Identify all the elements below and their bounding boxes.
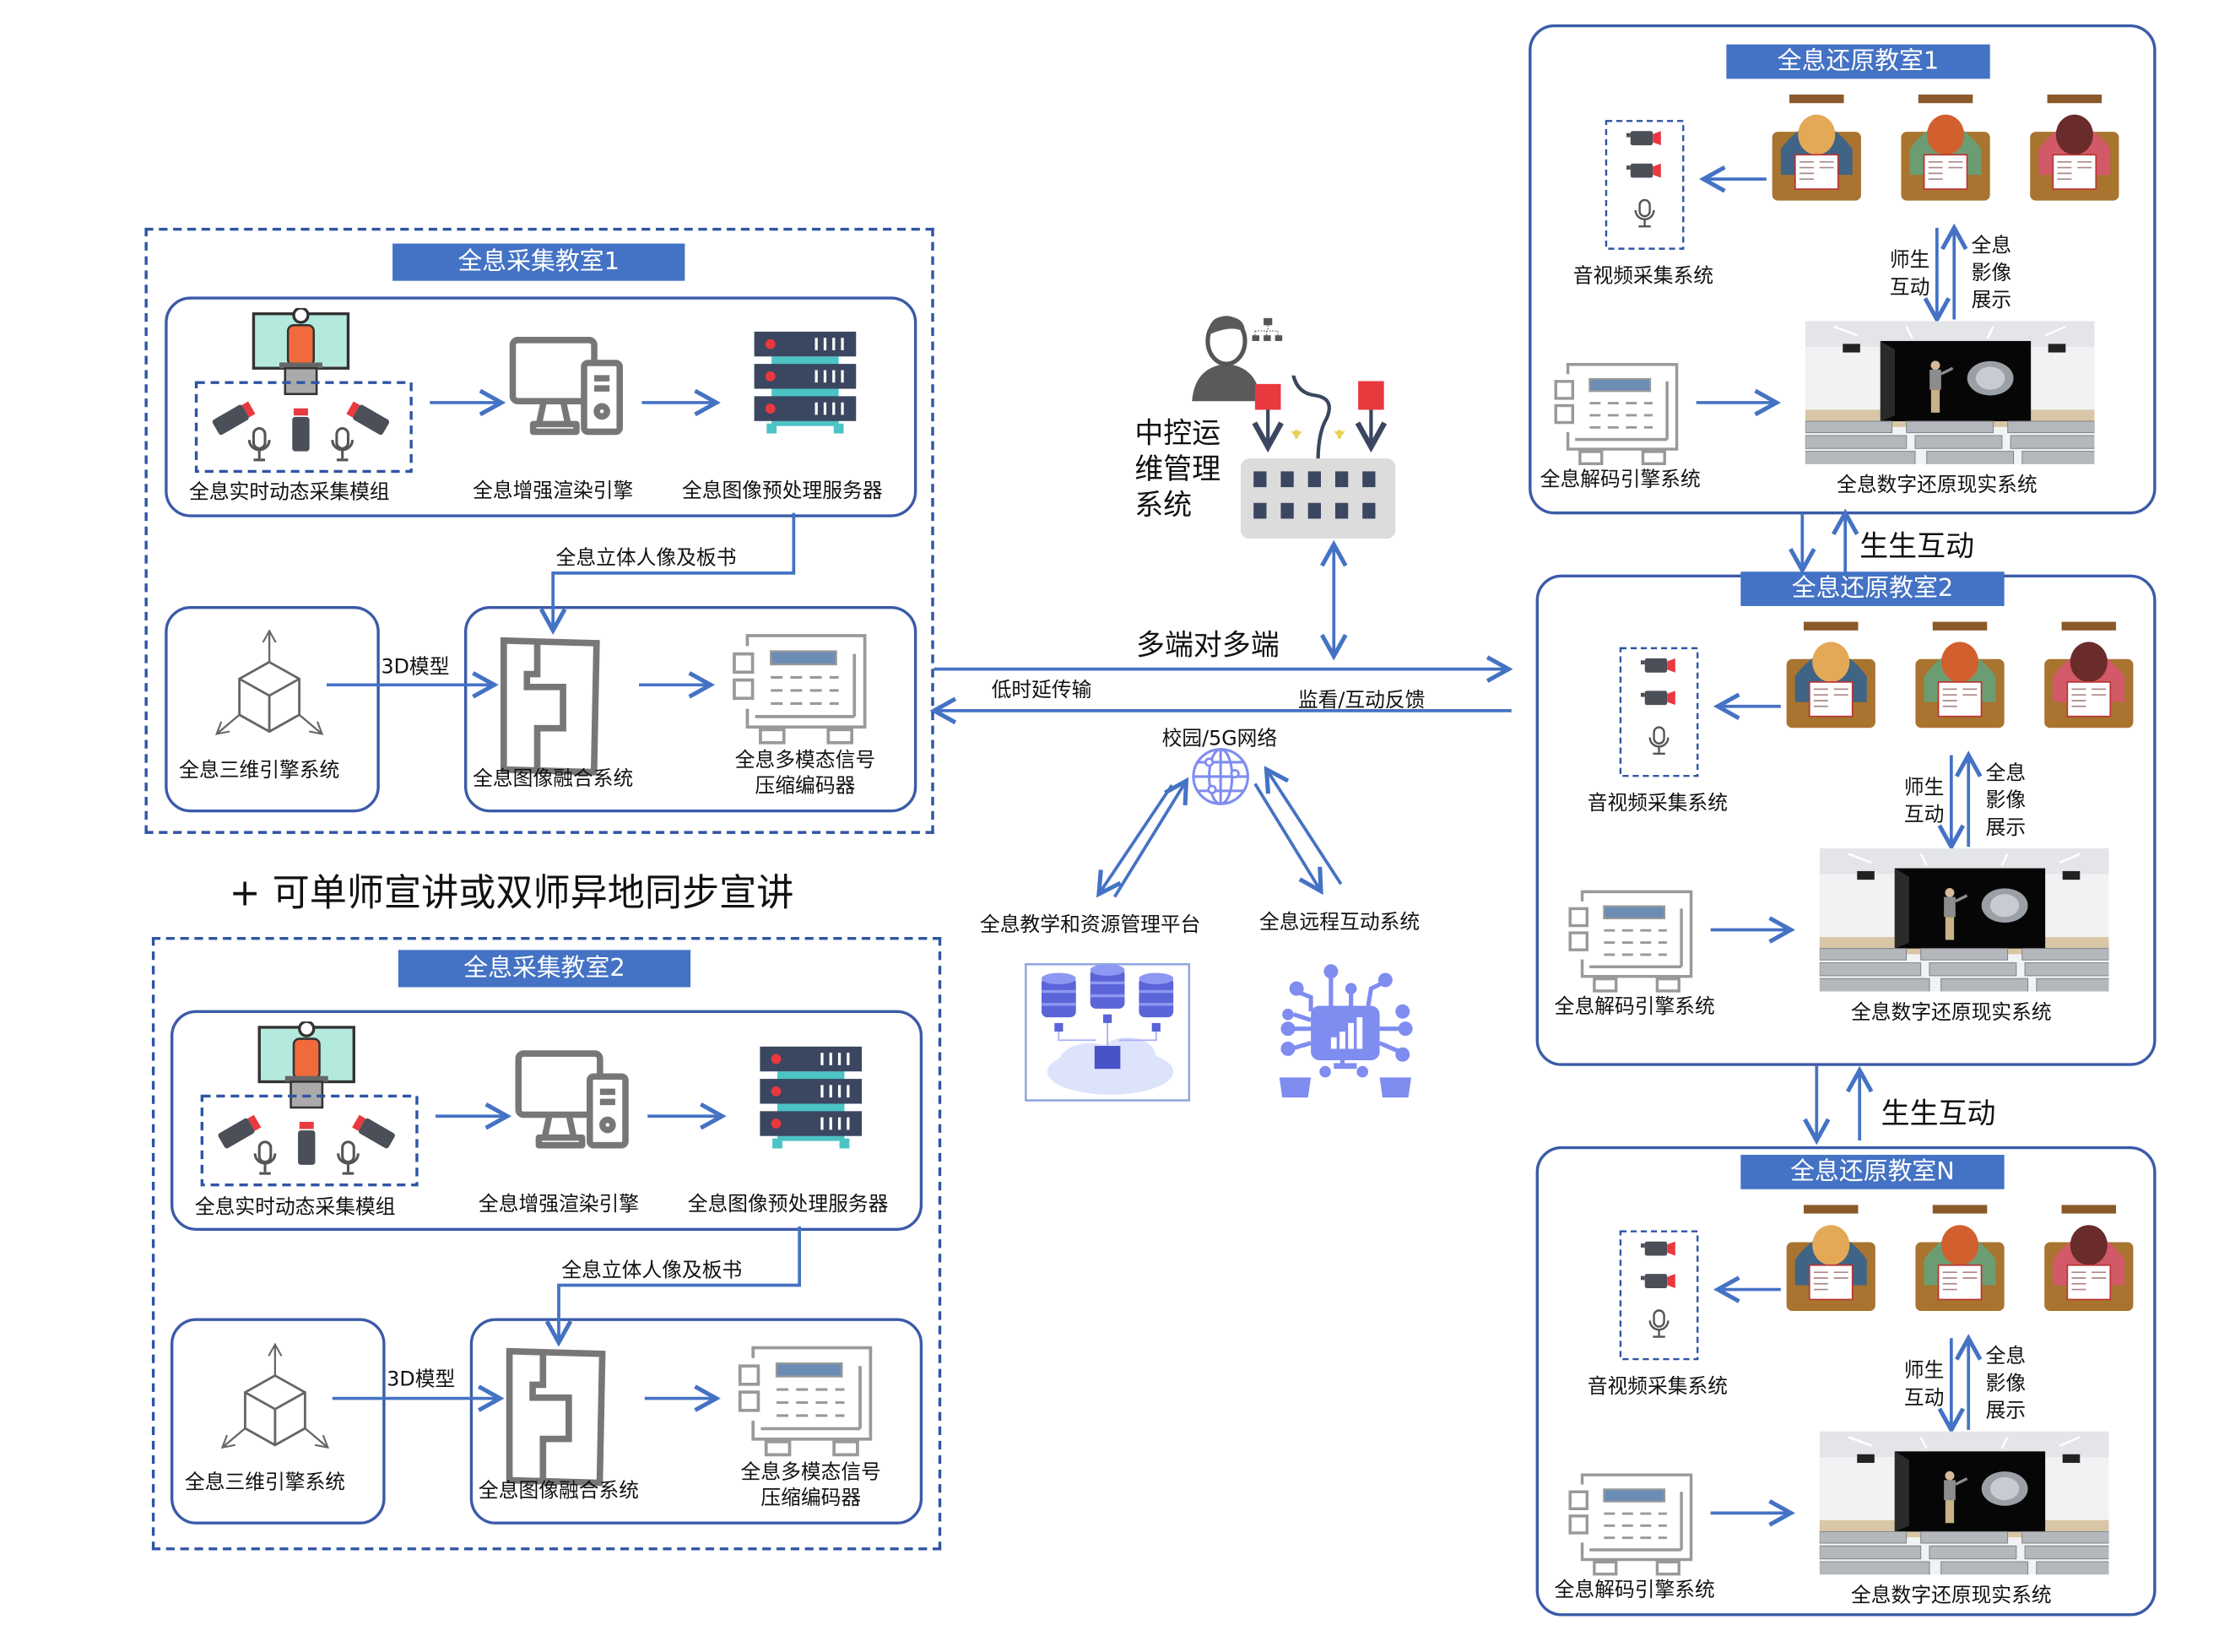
control-switch-icon bbox=[1240, 375, 1396, 539]
teaching-mode-note: + 可单师宣讲或双师异地同步宣讲 bbox=[229, 872, 794, 916]
arrow-interaction-pair bbox=[1937, 1334, 1983, 1435]
encoder-label-line2: 压缩编码器 bbox=[760, 1487, 862, 1510]
encoder-label-line2: 压缩编码器 bbox=[755, 775, 856, 799]
arrow-students-to-capture bbox=[1699, 165, 1767, 193]
reality-system-label: 全息数字还原现实系统 bbox=[1837, 474, 2037, 497]
low-latency-label: 低时延传输 bbox=[991, 679, 1092, 702]
arrow-decoder-to-reality bbox=[1710, 916, 1795, 944]
database-cloud-icon bbox=[1025, 963, 1191, 1102]
capture-module-label: 全息实时动态采集模组 bbox=[194, 1196, 396, 1220]
feedback-label: 监看/互动反馈 bbox=[1297, 689, 1426, 712]
platform-label: 全息教学和资源管理平台 bbox=[980, 913, 1201, 938]
engine-3d-box bbox=[165, 605, 380, 813]
render-engine-label: 全息增强渲染引擎 bbox=[478, 1193, 640, 1217]
restore-room-title: 全息还原教室2 bbox=[1740, 571, 2005, 606]
network-label: 校园/5G网络 bbox=[1161, 728, 1278, 751]
engine-3d-box-2 bbox=[170, 1318, 386, 1525]
control-line-1: 中控运 bbox=[1134, 415, 1221, 450]
decoder-label: 全息解码引擎系统 bbox=[1540, 469, 1701, 492]
reality-system-label: 全息数字还原现实系统 bbox=[1851, 1001, 2052, 1025]
reality-system-label: 全息数字还原现实系统 bbox=[1851, 1584, 2052, 1608]
arrow-interaction-pair bbox=[1923, 223, 1968, 324]
control-line-2: 维管理 bbox=[1134, 451, 1221, 486]
teacher-student-label: 师生互动 bbox=[1889, 249, 1930, 300]
preprocess-server-label: 全息图像预处理服务器 bbox=[681, 479, 883, 503]
capture-room-2 bbox=[151, 937, 942, 1551]
teacher-student-label: 师生互动 bbox=[1903, 1359, 1945, 1411]
operator-icon bbox=[1192, 316, 1283, 402]
arrow-decoder-to-reality bbox=[1696, 388, 1781, 417]
portrait-flow-label: 全息立体人像及板书 bbox=[561, 1259, 743, 1283]
restore-room-title: 全息还原教室N bbox=[1740, 1155, 2005, 1189]
restore-room-title: 全息还原教室1 bbox=[1726, 44, 1990, 79]
arrow-server-to-fusion bbox=[538, 512, 796, 636]
holo-display-label: 全息影像展示 bbox=[1971, 235, 2012, 313]
holo-display-label: 全息影像展示 bbox=[1985, 1345, 2027, 1423]
fusion-label: 全息图像融合系统 bbox=[473, 767, 634, 791]
arrow-students-to-capture bbox=[1713, 1276, 1781, 1303]
capture-room-1 bbox=[144, 227, 934, 834]
globe-network-icon bbox=[1192, 748, 1249, 805]
engine-3d-label: 全息三维引擎系统 bbox=[184, 1471, 346, 1495]
control-system-label: 中控运 维管理 系统 bbox=[1134, 415, 1220, 523]
many-to-many-label: 多端对多端 bbox=[1136, 627, 1280, 663]
remote-interaction-icon bbox=[1279, 964, 1413, 1098]
decoder-label: 全息解码引擎系统 bbox=[1554, 1579, 1715, 1602]
arrow-decoder-to-reality bbox=[1710, 1499, 1795, 1527]
arrow-network-to-remote bbox=[1253, 783, 1323, 896]
control-line-3: 系统 bbox=[1134, 487, 1193, 522]
arrow-interaction-pair bbox=[1937, 750, 1983, 852]
remote-interaction-label: 全息远程互动系统 bbox=[1259, 911, 1421, 934]
capture-room-2-title: 全息采集教室2 bbox=[398, 950, 691, 988]
model-3d-label: 3D模型 bbox=[381, 656, 450, 680]
engine-3d-label: 全息三维引擎系统 bbox=[179, 759, 340, 783]
model-3d-label: 3D模型 bbox=[387, 1368, 456, 1392]
arrow-network-to-platform bbox=[1096, 784, 1174, 898]
holo-display-label: 全息影像展示 bbox=[1985, 761, 2027, 840]
av-capture-label: 音视频采集系统 bbox=[1587, 1375, 1729, 1399]
student-interaction-label-1: 生生互动 bbox=[1859, 528, 1975, 564]
av-capture-label: 音视频采集系统 bbox=[1572, 265, 1714, 289]
capture-module-label: 全息实时动态采集模组 bbox=[189, 481, 390, 505]
av-capture-label: 音视频采集系统 bbox=[1587, 792, 1729, 815]
encoder-label: 全息多模态信号 压缩编码器 bbox=[717, 1460, 906, 1512]
arrow-students-to-capture bbox=[1713, 692, 1781, 720]
encoder-label: 全息多模态信号 压缩编码器 bbox=[711, 748, 900, 799]
arrow-server-to-fusion bbox=[544, 1226, 802, 1347]
capture-room-1-title: 全息采集教室1 bbox=[392, 243, 685, 281]
preprocess-server-label: 全息图像预处理服务器 bbox=[687, 1193, 889, 1217]
arrow-remote-to-network bbox=[1264, 766, 1343, 886]
student-interaction-label-2: 生生互动 bbox=[1881, 1096, 1996, 1131]
portrait-flow-label: 全息立体人像及板书 bbox=[555, 547, 737, 571]
encoder-label-line1: 全息多模态信号 bbox=[734, 749, 876, 772]
render-engine-label: 全息增强渲染引擎 bbox=[473, 479, 634, 503]
teacher-student-label: 师生互动 bbox=[1903, 776, 1945, 827]
decoder-label: 全息解码引擎系统 bbox=[1554, 995, 1715, 1019]
fusion-label: 全息图像融合系统 bbox=[478, 1480, 640, 1503]
encoder-label-line1: 全息多模态信号 bbox=[740, 1461, 881, 1485]
arrow-platform-to-network bbox=[1112, 777, 1189, 898]
